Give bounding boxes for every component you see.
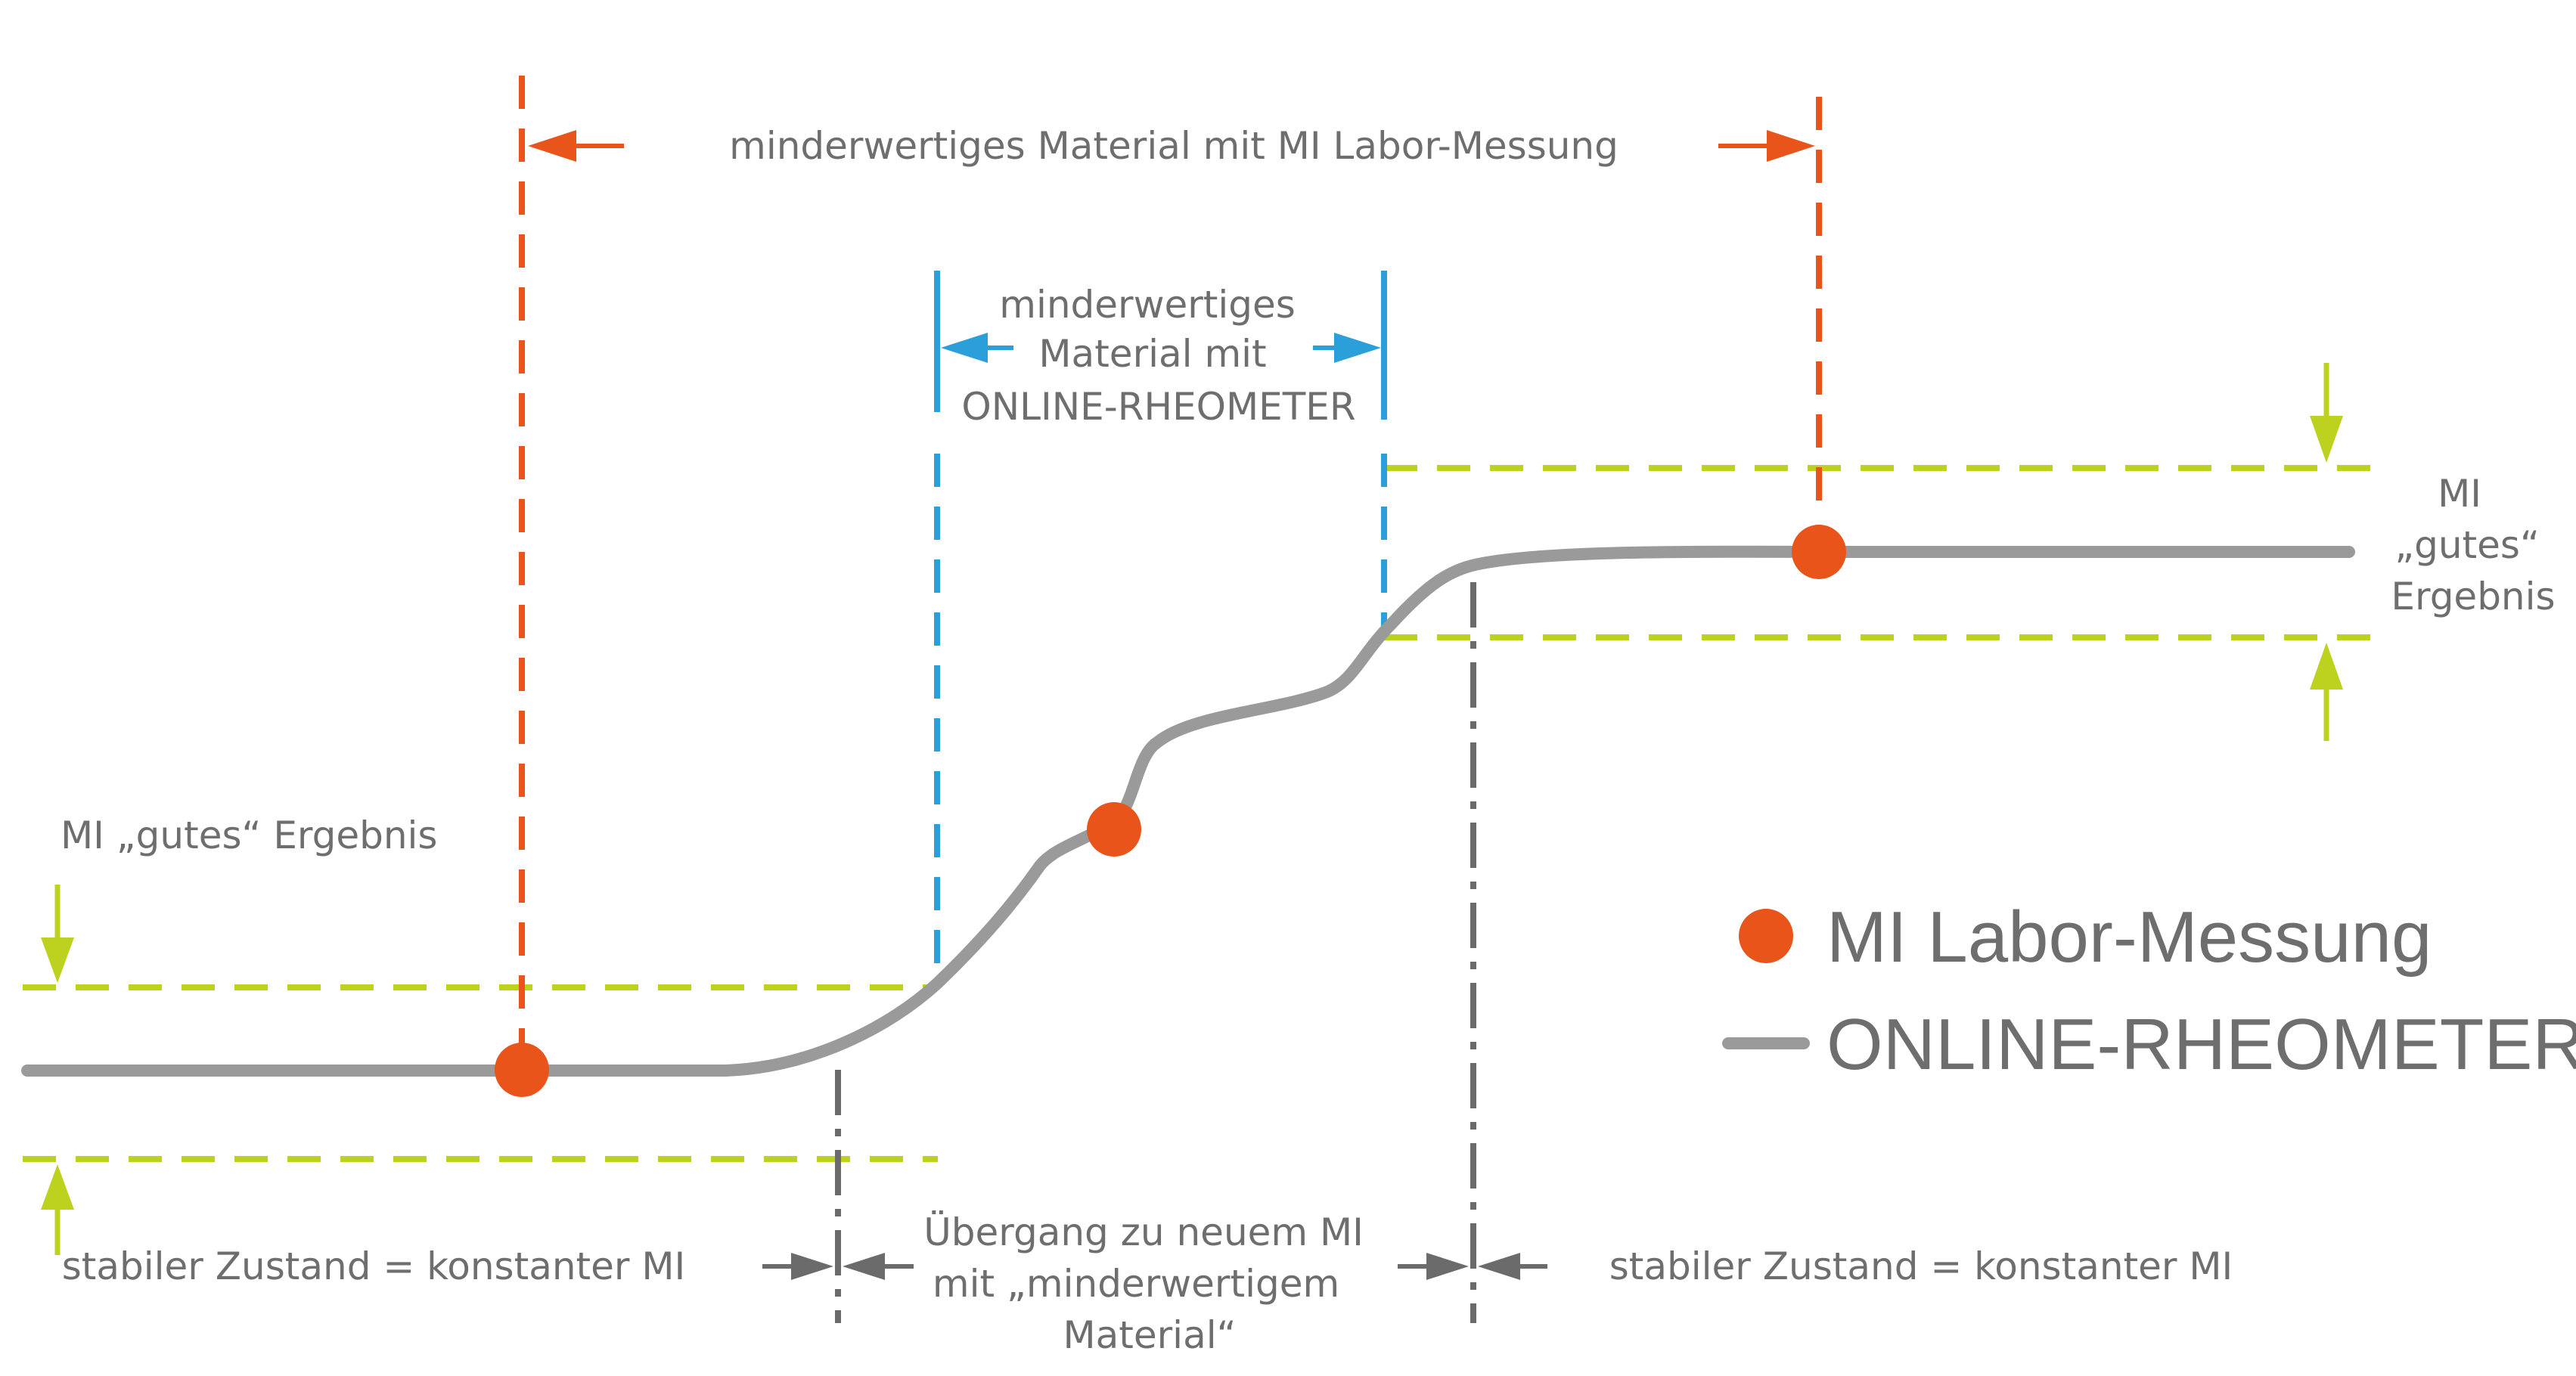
right-good-result-label: MI „gutes“ Ergebnis <box>2391 472 2555 618</box>
online-range-arrows <box>941 333 1381 363</box>
transition-label-line-2: mit „minderwertigem <box>933 1262 1339 1306</box>
online-arrowhead-left <box>941 333 988 363</box>
online-arrowhead-right <box>1334 333 1381 363</box>
online-range-label-line-3: ONLINE-RHEOMETER <box>961 385 1355 429</box>
online-range-label-line-2: Material mit <box>1038 332 1266 376</box>
online-range-label: minderwertiges Material mit ONLINE-RHEOM… <box>961 283 1355 429</box>
online-markers <box>934 271 1387 983</box>
right-good-result-line-2: „gutes“ <box>2394 523 2540 567</box>
lab-point-2 <box>1087 802 1141 857</box>
lab-range-arrowhead-right <box>1767 130 1815 162</box>
left-upper-arrowhead <box>41 937 74 983</box>
phase-start-arrowhead-left <box>791 1253 833 1280</box>
transition-label-line-3: Material“ <box>1063 1313 1236 1357</box>
lab-markers <box>519 76 1822 1058</box>
lab-points <box>495 525 1846 1097</box>
phase-start-arrowhead-right <box>843 1253 885 1280</box>
transition-label: Übergang zu neuem MI mit „minderwertigem… <box>923 1210 1376 1357</box>
right-lower-arrowhead <box>2310 643 2343 690</box>
lab-point-1 <box>495 1043 549 1097</box>
lab-range-label: minderwertiges Material mit MI Labor-Mes… <box>729 124 1619 168</box>
phase-end-arrowhead-right <box>1478 1253 1520 1280</box>
phase-arrows <box>762 1253 1547 1280</box>
left-good-result-label: MI „gutes“ Ergebnis <box>61 814 437 857</box>
phase-markers <box>835 582 1476 1323</box>
online-range-label-line-1: minderwertiges <box>999 283 1296 327</box>
legend-online-label: ONLINE-RHEOMETER <box>1826 1004 2576 1085</box>
stable-state-left-label: stabiler Zustand = konstanter MI <box>62 1244 686 1288</box>
stable-state-right-label: stabiler Zustand = konstanter MI <box>1609 1244 2233 1288</box>
tolerance-arrows <box>41 363 2343 1255</box>
rheometer-curve <box>21 545 2355 1077</box>
transition-label-line-1: Übergang zu neuem MI <box>923 1210 1364 1254</box>
right-good-result-line-1: MI <box>2438 472 2481 516</box>
lab-point-3 <box>1792 525 1846 579</box>
phase-end-arrowhead-left <box>1426 1253 1469 1280</box>
legend-lab-label: MI Labor-Messung <box>1826 897 2432 978</box>
tolerance-bands <box>23 465 2390 1162</box>
lab-range-arrowhead-left <box>528 130 576 162</box>
lab-range-arrows <box>528 130 1815 162</box>
legend-lab-marker <box>1739 909 1793 963</box>
left-lower-arrowhead <box>41 1164 74 1210</box>
legend: MI Labor-Messung ONLINE-RHEOMETER <box>1722 897 2576 1085</box>
right-upper-arrowhead <box>2310 416 2343 463</box>
right-good-result-line-3: Ergebnis <box>2391 575 2555 618</box>
